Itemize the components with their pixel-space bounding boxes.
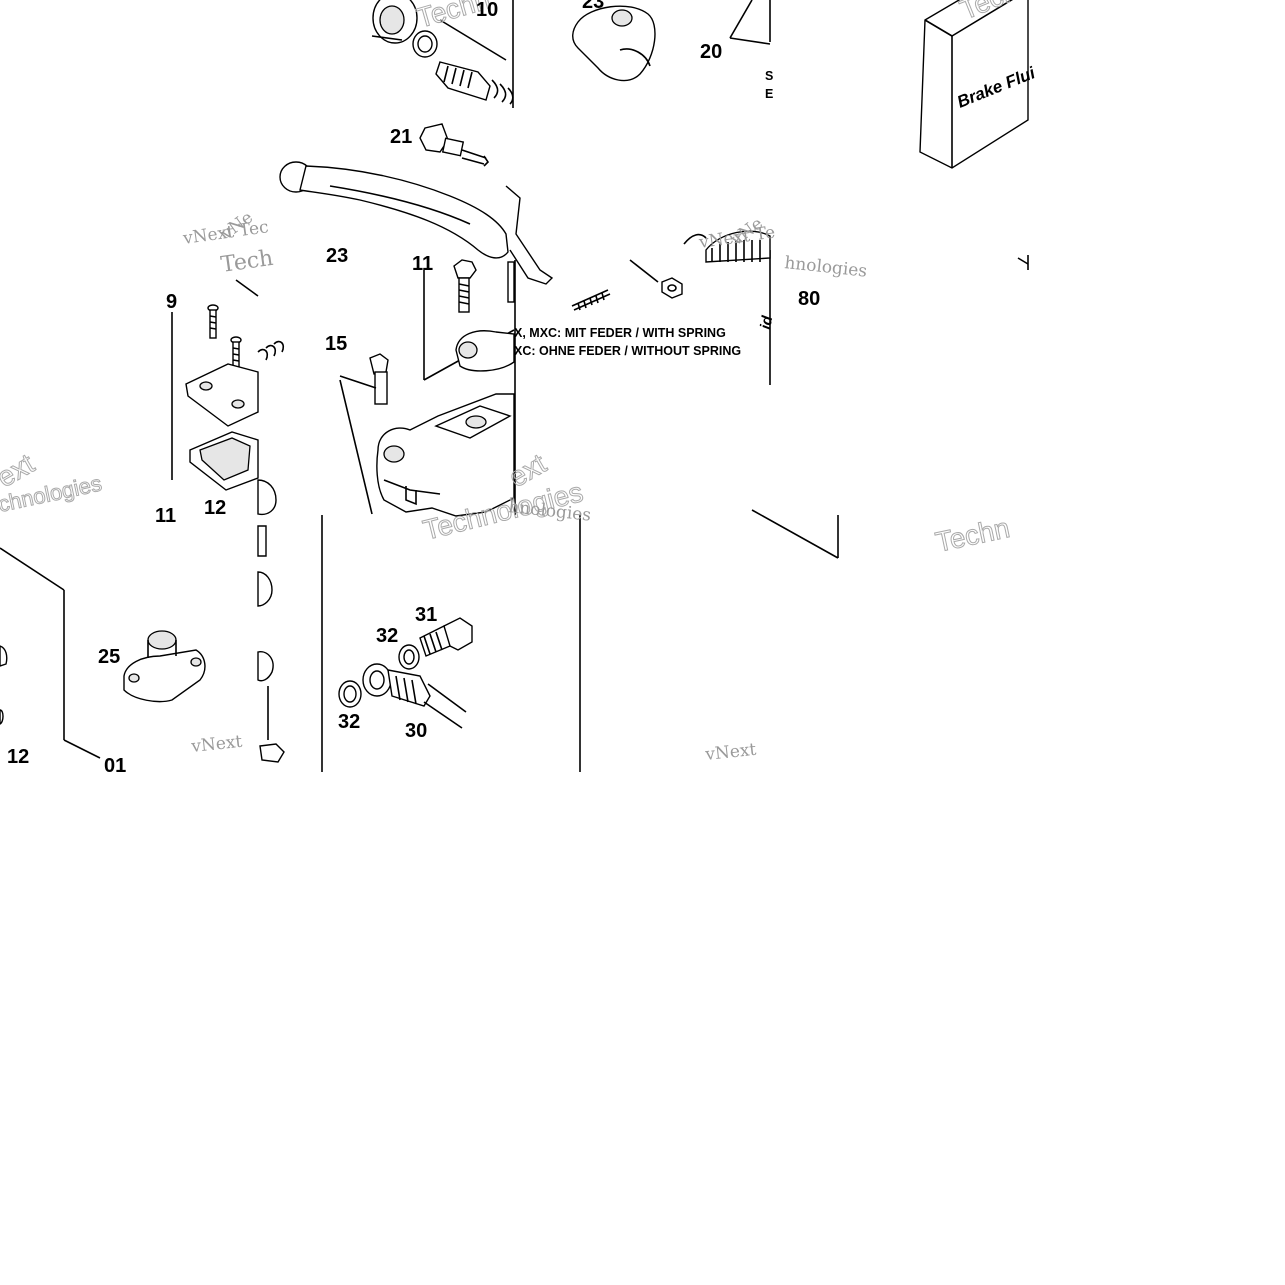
brake-fluid-bottle: Brake Flui — [919, 0, 1039, 169]
part-23-bracket — [572, 5, 656, 82]
spring-notes: X, MXC: MIT FEDER / WITH SPRING XC: OHNE… — [514, 69, 776, 358]
watermark-text: Techn — [933, 512, 1013, 558]
callout-30: 30 — [405, 720, 427, 742]
callout-25: 25 — [98, 646, 120, 668]
note-fragment-e: E — [765, 87, 773, 101]
callout-15: 15 — [325, 333, 347, 355]
part-25-clamp — [123, 630, 206, 703]
bottle-fragment: id — [757, 314, 776, 331]
callout-12-lower: 12 — [7, 746, 29, 768]
clamp-upper — [455, 330, 515, 372]
part-31-banjo-bolt — [419, 617, 473, 657]
part-9-screws — [207, 304, 242, 371]
small-screw-right — [507, 261, 515, 303]
callout-labels: 10 23 20 21 23 11 9 15 80 11 12 31 32 25… — [7, 0, 820, 777]
part-15-bolt — [339, 353, 389, 405]
part-10-bushing — [371, 0, 418, 44]
callout-32: 32 — [376, 625, 398, 647]
part-11-screw — [453, 259, 477, 313]
note-fragment-s: S — [765, 69, 773, 83]
part-left-edge — [0, 645, 8, 725]
spring-left — [257, 340, 285, 361]
callout-11: 11 — [412, 253, 433, 275]
callout-21: 21 — [390, 126, 412, 148]
callout-11-lower: 11 — [155, 505, 176, 527]
part-32-washer-lower — [338, 680, 362, 708]
callout-32-lower: 32 — [338, 711, 360, 733]
watermark-text: vNext — [703, 740, 757, 765]
watermark-text: Tech — [219, 246, 274, 278]
watermarks: vNext Tec vNext Te hnologies Technologie… — [0, 0, 1051, 765]
callout-12: 12 — [204, 497, 226, 519]
part-21-adjuster — [419, 123, 490, 167]
callout-80: 80 — [798, 288, 820, 310]
frame-lines — [0, 0, 1029, 772]
part-nut — [629, 259, 683, 299]
note-with-spring: X, MXC: MIT FEDER / WITH SPRING — [514, 326, 726, 340]
reservoir-cap — [683, 230, 771, 263]
part-30-brake-line — [362, 663, 467, 729]
callout-20: 20 — [700, 41, 722, 63]
note-without-spring: XC: OHNE FEDER / WITHOUT SPRING — [514, 344, 741, 358]
part-piston — [435, 19, 514, 105]
part-spring — [571, 289, 611, 311]
part-circlip — [412, 30, 438, 58]
callout-10: 10 — [476, 0, 498, 21]
watermark-text: vNext — [189, 732, 243, 757]
part-23-brake-lever — [279, 161, 554, 285]
watermark-text: hnologies — [783, 253, 868, 282]
part-left-mid — [257, 479, 285, 763]
master-cylinder-body — [339, 379, 515, 517]
callout-01: 01 — [104, 755, 126, 777]
part-32-washer-upper — [398, 644, 420, 670]
callout-31: 31 — [415, 604, 437, 626]
callout-23: 23 — [582, 0, 604, 13]
callout-23-lever: 23 — [326, 245, 348, 267]
gasket-diaphragm — [189, 431, 259, 491]
reservoir-cover — [185, 363, 259, 427]
callout-9: 9 — [166, 291, 177, 313]
